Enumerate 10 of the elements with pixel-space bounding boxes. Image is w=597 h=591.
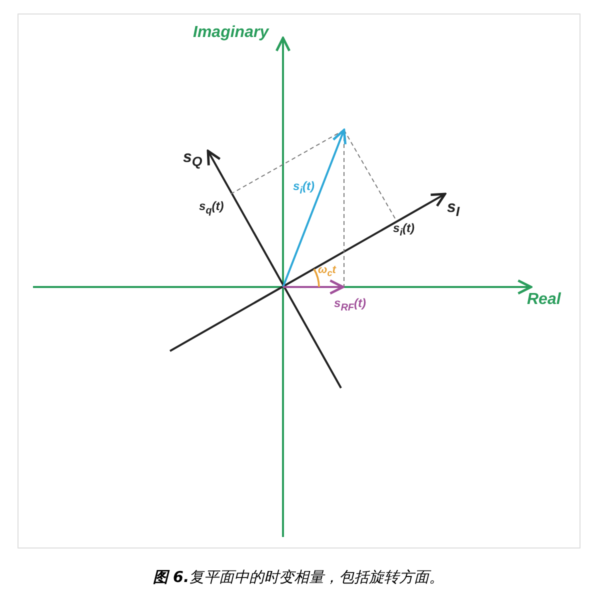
axis-label: Imaginary xyxy=(193,25,269,41)
component-label: s$_{q}$(t) xyxy=(199,200,224,216)
angle-label: ω$_{c}$t xyxy=(318,265,336,278)
axis-label: Real xyxy=(527,292,561,308)
caption: 图 6.复平面中的时变相量，包括旋转方面。 xyxy=(152,568,446,587)
axis-label: s$_{I}$ xyxy=(447,200,460,219)
axis-label: s$_{Q}$ xyxy=(183,150,202,169)
vector-label: s$_{RF}$(t) xyxy=(334,297,366,314)
component-label: s$_{i}$(t) xyxy=(393,222,414,238)
vector-label: s$_{i}$(t) xyxy=(293,180,314,196)
